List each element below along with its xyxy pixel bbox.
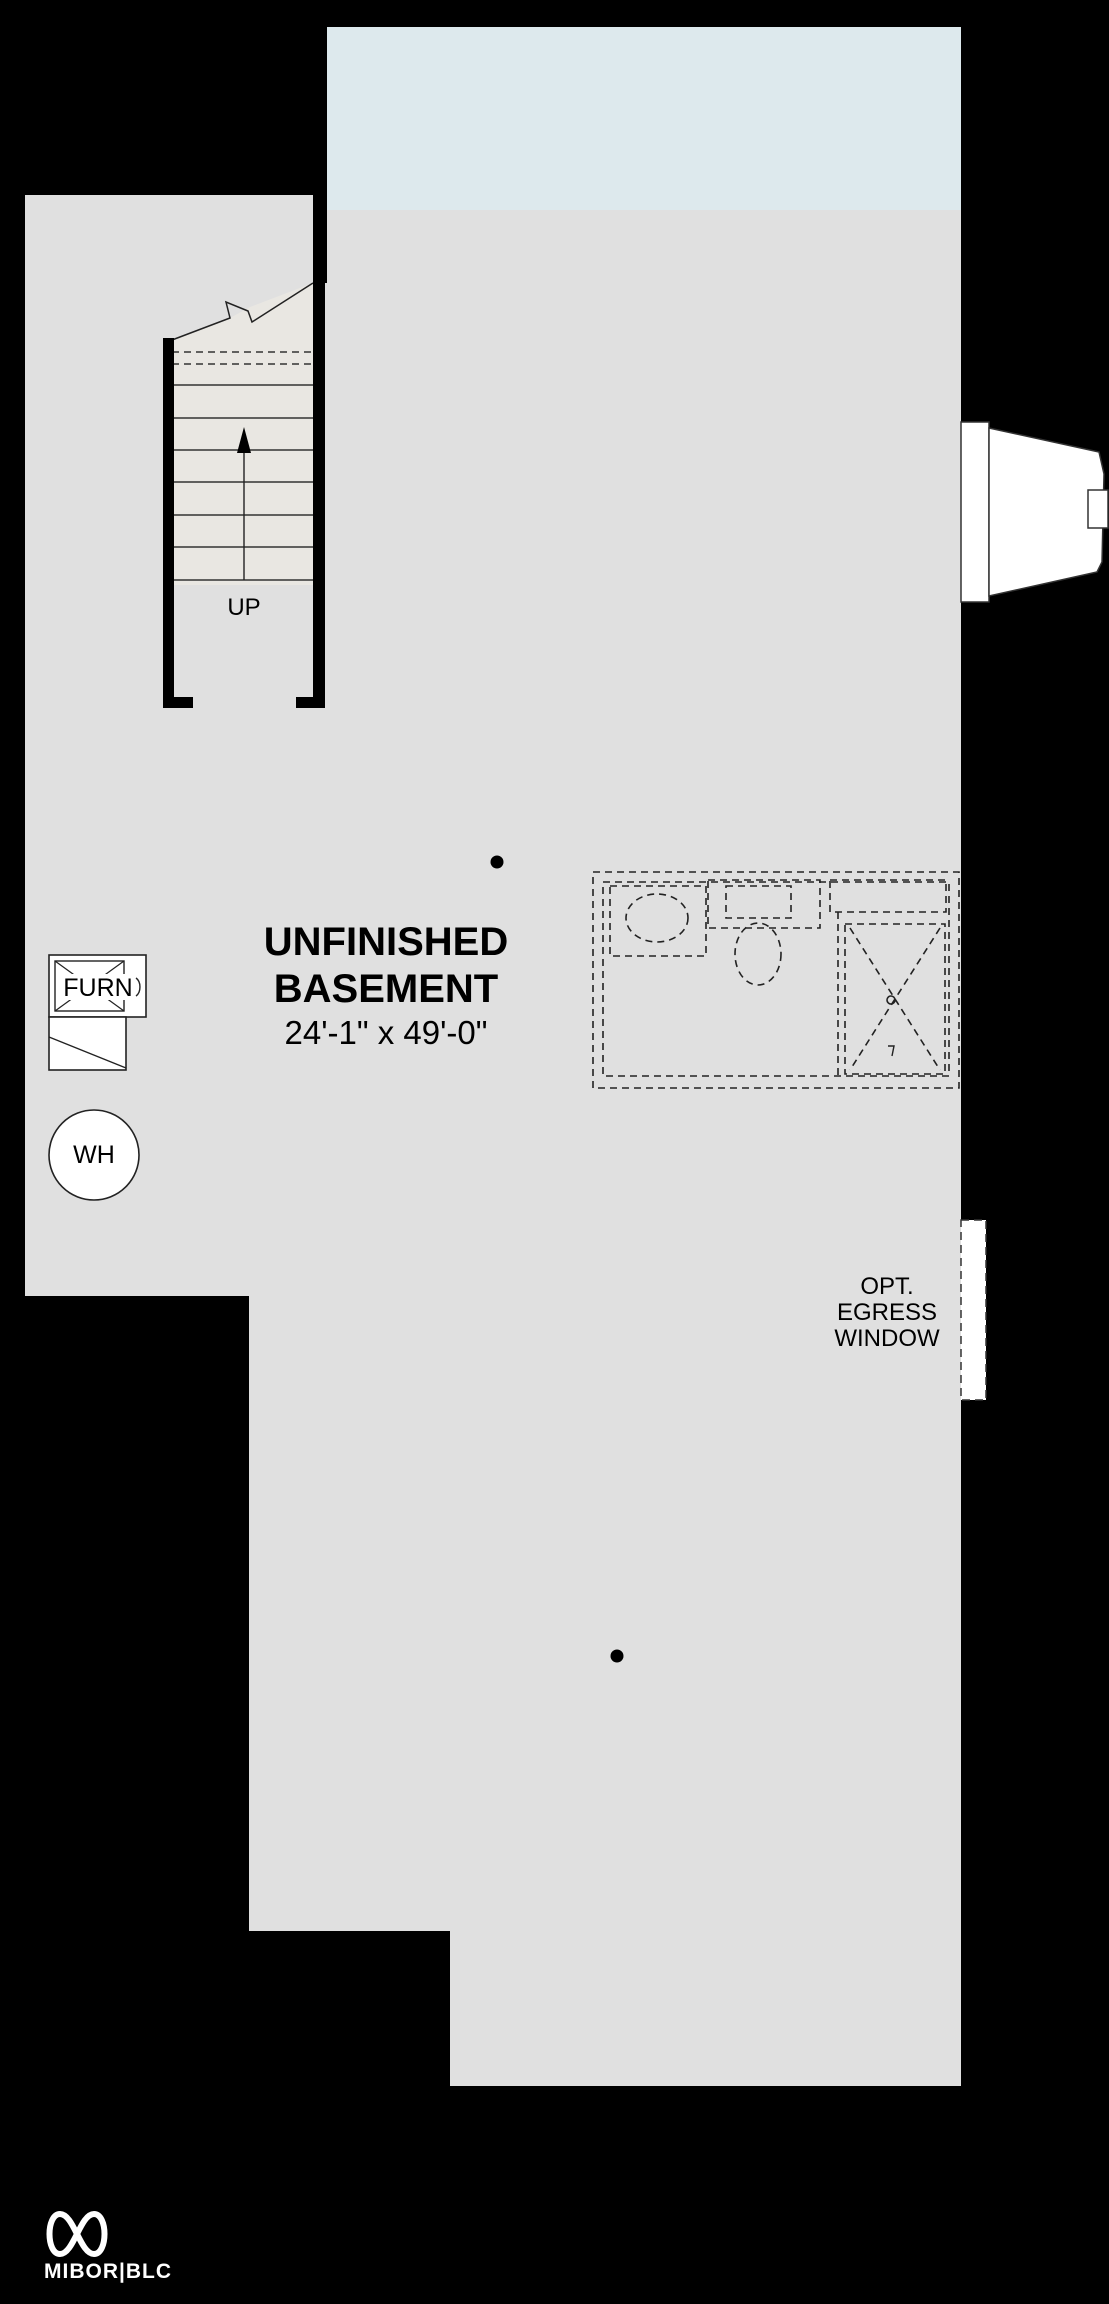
room-name-line2: BASEMENT [274, 967, 498, 1011]
staircase: UP [163, 282, 325, 708]
logo-text: MIBOR|BLC [44, 2260, 172, 2283]
support-post [490, 855, 504, 869]
furnace: FURN [48, 954, 147, 1071]
water-heater: WH [48, 1109, 140, 1201]
egress-window: OPT. EGRESS WINDOW [834, 1219, 987, 1401]
basement-floor [25, 195, 961, 2086]
upper-area [327, 27, 961, 210]
mibor-blc-logo: MIBOR|BLC [44, 2210, 172, 2283]
water-heater-label: WH [73, 1141, 115, 1169]
bath-rough-in [592, 871, 960, 1089]
room-name-line1: UNFINISHED [264, 920, 508, 964]
egress-window-line3: WINDOW [834, 1325, 940, 1352]
room-dimensions: 24'-1" x 49'-0" [285, 1014, 488, 1051]
support-post [610, 1649, 624, 1663]
egress-window-line2: EGRESS [837, 1299, 937, 1326]
bump-out [960, 421, 1109, 603]
up-arrow-icon [237, 427, 251, 453]
furnace-label: FURN [63, 974, 132, 1002]
egress-window-line1: OPT. [860, 1273, 913, 1300]
stairs-label: UP [227, 594, 260, 621]
